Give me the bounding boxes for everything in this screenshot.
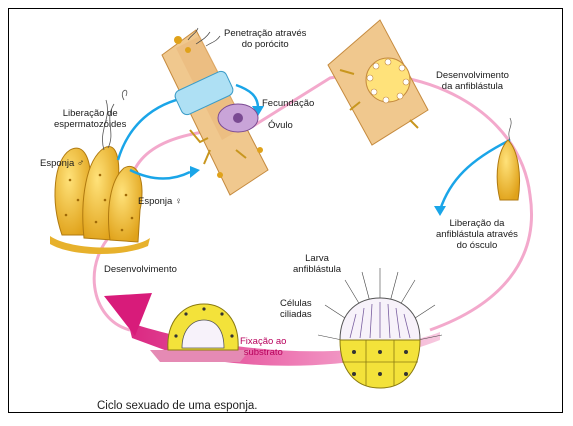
tissue-penetration [162,28,268,195]
label-larva-line2: anfiblástula [293,264,341,275]
label-ovum: Óvulo [268,120,293,131]
label-penetration-line2: do porócito [224,39,306,50]
label-penetration-line1: Penetração através [224,28,306,39]
label-sponge-male: Esponja ♂ [40,158,84,169]
label-anfiblastula-release: Liberação da anfiblástula através do ósc… [436,218,518,251]
label-sperm-release-line2: espermatozóides [54,119,126,130]
label-ciliated-cells-line1: Células [280,298,312,309]
label-larva-line1: Larva [293,253,341,264]
label-larva: Larva anfiblástula [293,253,341,275]
label-sperm-release-line1: Liberação de [54,108,126,119]
label-ciliated-cells: Células ciliadas [280,298,312,320]
label-anfiblastula-release-line2: anfiblástula através [436,229,518,240]
label-fixation-line1: Fixação ao [240,336,286,347]
label-penetration: Penetração através do porócito [224,28,306,50]
label-development: Desenvolvimento [104,264,177,275]
label-anfiblastula-release-line3: do ósculo [436,240,518,251]
tissue-development [328,20,428,145]
label-ciliated-cells-line2: ciliadas [280,309,312,320]
label-fecundation: Fecundação [262,98,314,109]
label-sperm-release: Liberação de espermatozóides [54,108,126,130]
label-anfiblastula-development-line2: da anfiblástula [436,81,509,92]
figure-caption: Ciclo sexuado de uma esponja. [97,400,257,412]
label-fixation: Fixação ao substrato [240,336,286,358]
label-anfiblastula-development: Desenvolvimento da anfiblástula [436,70,509,92]
label-fixation-line2: substrato [240,347,286,358]
label-sponge-female: Esponja ♀ [138,196,182,207]
larva-anfiblastula [318,268,442,388]
label-anfiblastula-release-line1: Liberação da [436,218,518,229]
label-anfiblastula-development-line1: Desenvolvimento [436,70,509,81]
